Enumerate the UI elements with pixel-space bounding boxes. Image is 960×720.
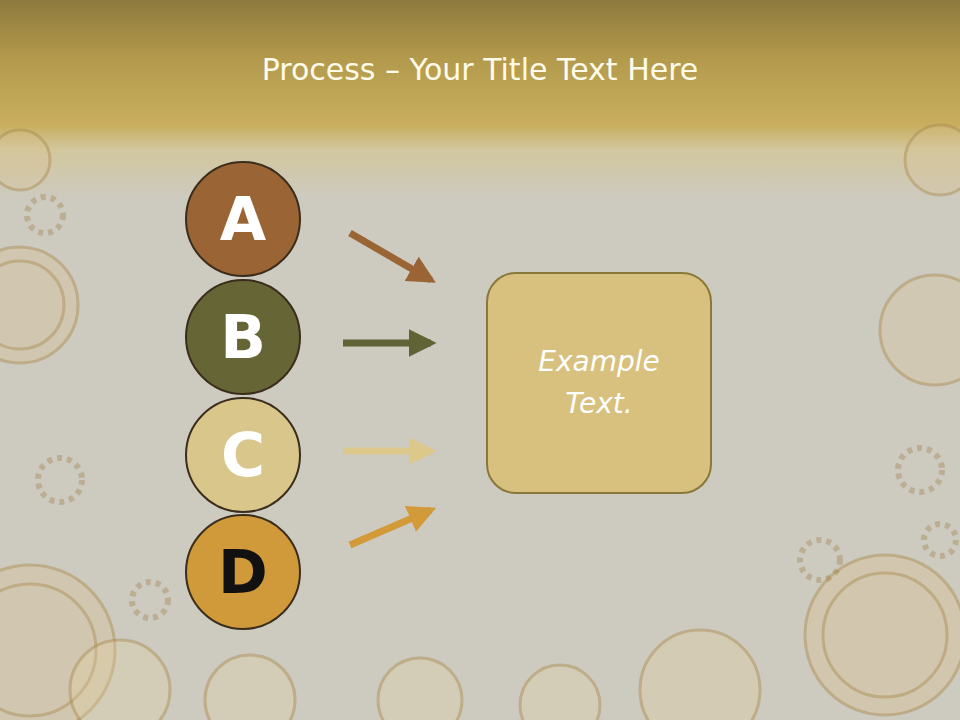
step-letter: B bbox=[220, 307, 266, 367]
result-box: Example Text. bbox=[486, 272, 712, 494]
flow-arrow bbox=[343, 340, 431, 347]
step-letter: C bbox=[221, 425, 265, 485]
flow-arrow bbox=[350, 233, 431, 280]
slide-title: Process – Your Title Text Here bbox=[0, 52, 960, 87]
gears bbox=[27, 197, 956, 618]
step-circle: A bbox=[185, 161, 301, 277]
step-circle: B bbox=[185, 279, 301, 395]
flow-arrow bbox=[343, 448, 431, 455]
box-text: Example Text. bbox=[504, 341, 694, 425]
flow-arrow bbox=[350, 510, 431, 545]
step-circle: C bbox=[185, 397, 301, 513]
clock-faces bbox=[0, 125, 960, 720]
step-circle: D bbox=[185, 514, 301, 630]
step-letter: D bbox=[218, 542, 268, 602]
step-letter: A bbox=[220, 189, 266, 249]
